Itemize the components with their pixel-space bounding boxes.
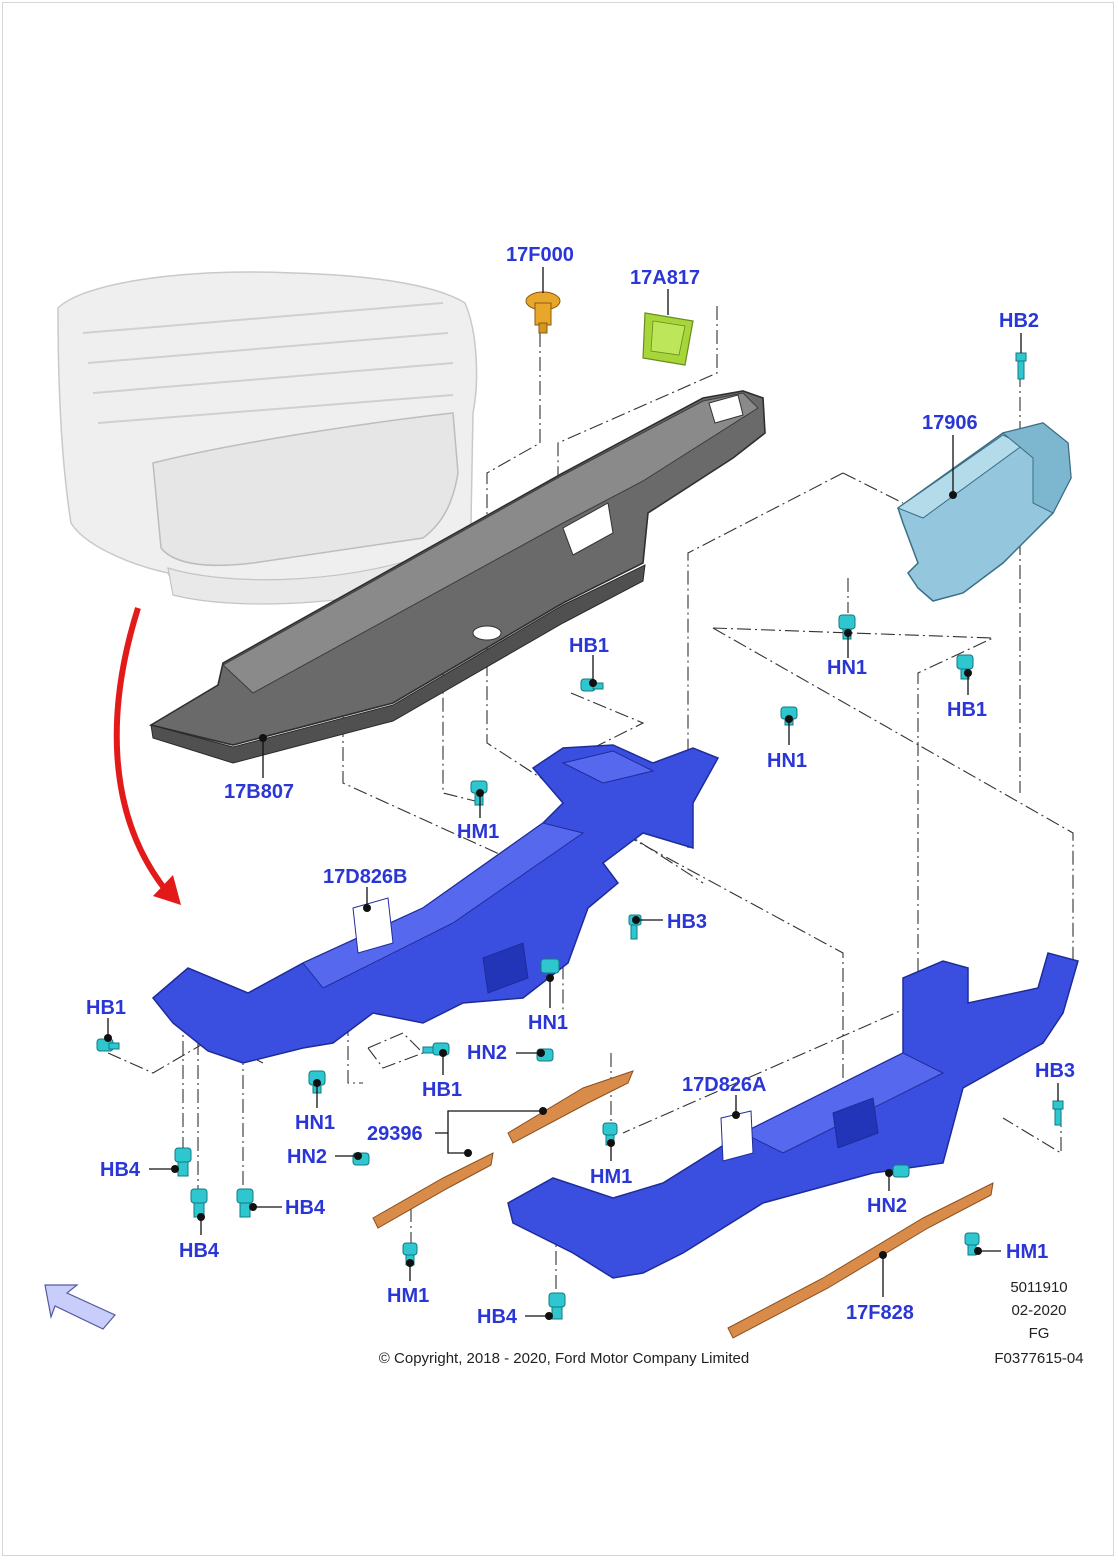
- callout-HN1-left: HN1: [295, 1112, 335, 1134]
- fastener-hb2: [1015, 352, 1027, 380]
- frame-17D826B: [151, 744, 720, 1064]
- truck-bed-lines: [82, 302, 454, 424]
- callout-HN1-endcap: HN1: [827, 657, 867, 679]
- callout-17F828: 17F828: [846, 1302, 914, 1324]
- callout-HB4-bottom-left: HB4: [179, 1240, 220, 1262]
- callout-HN1-step: HN1: [767, 750, 807, 772]
- callout-HB3-mid: HB3: [667, 911, 707, 933]
- trim-strip-middle: [372, 1152, 494, 1229]
- callout-HN2-lower: HN2: [287, 1146, 327, 1168]
- trim-strip-17F828: [727, 1182, 994, 1339]
- step-bumper-left-cutout: [708, 394, 744, 424]
- figure-id: F0377615-04: [994, 1350, 1083, 1367]
- step-bumper-17B807: [148, 390, 766, 764]
- pad-17A817: [642, 312, 694, 366]
- callout-HN1-mid: HN1: [528, 1012, 568, 1034]
- callout-HB1-step: HB1: [569, 635, 609, 657]
- fastener-hb4-mid: [236, 1188, 254, 1218]
- trim-strips: [372, 1070, 994, 1339]
- doc-region: FG: [1029, 1325, 1050, 1342]
- truck-tailgate-panel: [152, 412, 459, 567]
- copyright-notice: © Copyright, 2018 - 2020, Ford Motor Com…: [379, 1350, 749, 1367]
- fastener-hb3-right: [1052, 1100, 1064, 1126]
- leader-lines: [104, 267, 1059, 1320]
- callout-HM1-upper: HM1: [457, 821, 499, 843]
- clip-17F000: [525, 291, 561, 334]
- fastener-hn1-mid: [540, 958, 560, 974]
- callout-HB4-bottom: HB4: [477, 1306, 518, 1328]
- callout-labels: 17F000 17A817 HB2 17906 HN1 HB1 HB1 HN1 …: [86, 244, 1075, 1328]
- callout-HN2-right: HN2: [867, 1195, 907, 1217]
- callout-HB1-left: HB1: [86, 997, 126, 1019]
- callout-17F000: 17F000: [506, 244, 574, 266]
- callout-17B807: 17B807: [224, 781, 294, 803]
- document-meta: 5011910 02-2020 FG F0377615-04 © Copyrig…: [379, 1279, 1084, 1367]
- callout-17D826A: 17D826A: [682, 1074, 767, 1096]
- fastener-hb1-left: [96, 1038, 120, 1052]
- callout-HN2-upper: HN2: [467, 1042, 507, 1064]
- end-cap-17906: [896, 422, 1072, 602]
- exploded-parts-diagram: 17F000 17A817 HB2 17906 HN1 HB1 HB1 HN1 …: [44, 244, 1084, 1367]
- truck-tailgate-illustration: [57, 271, 478, 605]
- callout-HM1-bottom: HM1: [387, 1285, 429, 1307]
- step-bumper-hole: [472, 625, 502, 641]
- frame-17D826A: [507, 952, 1079, 1279]
- red-curved-arrow-icon: [113, 607, 181, 905]
- step-bumper-lower-lip: [150, 564, 646, 764]
- callout-HB3-right: HB3: [1035, 1060, 1075, 1082]
- doc-number: 5011910: [1010, 1279, 1067, 1296]
- callout-17A817: 17A817: [630, 267, 700, 289]
- callout-17906: 17906: [922, 412, 978, 434]
- step-bumper-top-face: [222, 392, 759, 694]
- front-direction-arrow-icon: [44, 1284, 116, 1330]
- callout-HB4-left: HB4: [100, 1159, 141, 1181]
- fastener-hn2-right: [892, 1164, 910, 1178]
- step-bumper-hitch-cutout: [562, 502, 614, 556]
- callout-17D826B: 17D826B: [323, 866, 408, 888]
- trim-strip-upper: [507, 1070, 634, 1144]
- callout-HB1-endcap: HB1: [947, 699, 987, 721]
- fastener-hb4-center: [190, 1188, 208, 1218]
- callout-HB4-mid: HB4: [285, 1197, 326, 1219]
- callout-HB1-lower: HB1: [422, 1079, 462, 1101]
- callout-HB2: HB2: [999, 310, 1039, 332]
- callout-29396: 29396: [367, 1123, 423, 1145]
- callout-HM1-right: HM1: [1006, 1241, 1048, 1263]
- fastener-hb4-bottom: [548, 1292, 566, 1320]
- callout-HM1-mid: HM1: [590, 1166, 632, 1188]
- doc-date: 02-2020: [1011, 1302, 1066, 1319]
